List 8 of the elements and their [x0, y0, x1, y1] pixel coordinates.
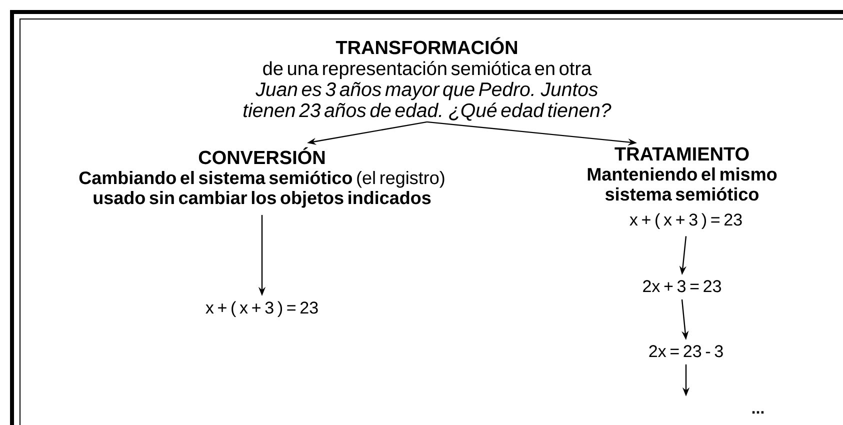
equation-text: 2x + 3 = 23 — [643, 280, 721, 292]
branch-heading: TRATAMIENTO Manteniendo el mismo sistema semiótico — [588, 147, 777, 201]
ellipsis-text: ... — [752, 411, 764, 414]
equation-text: 2x = 23 - 3 — [649, 345, 723, 358]
equation-text: x + ( x + 3 ) = 23 — [630, 213, 742, 230]
branch-heading: CONVERSIÓN Cambiando el sistema semiótico (el registro) usado sin cambiar los objetos indicados — [79, 147, 444, 208]
equation-text: x + ( x + 3 ) = 23 — [206, 301, 318, 318]
heading-text: TRANSFORMACIÓN de una representación semiótica en otra Juan es 3 años mayor que Pedro. Juntos tienen 23 años de edad. ¿Qué edad tienen? — [244, 37, 612, 121]
